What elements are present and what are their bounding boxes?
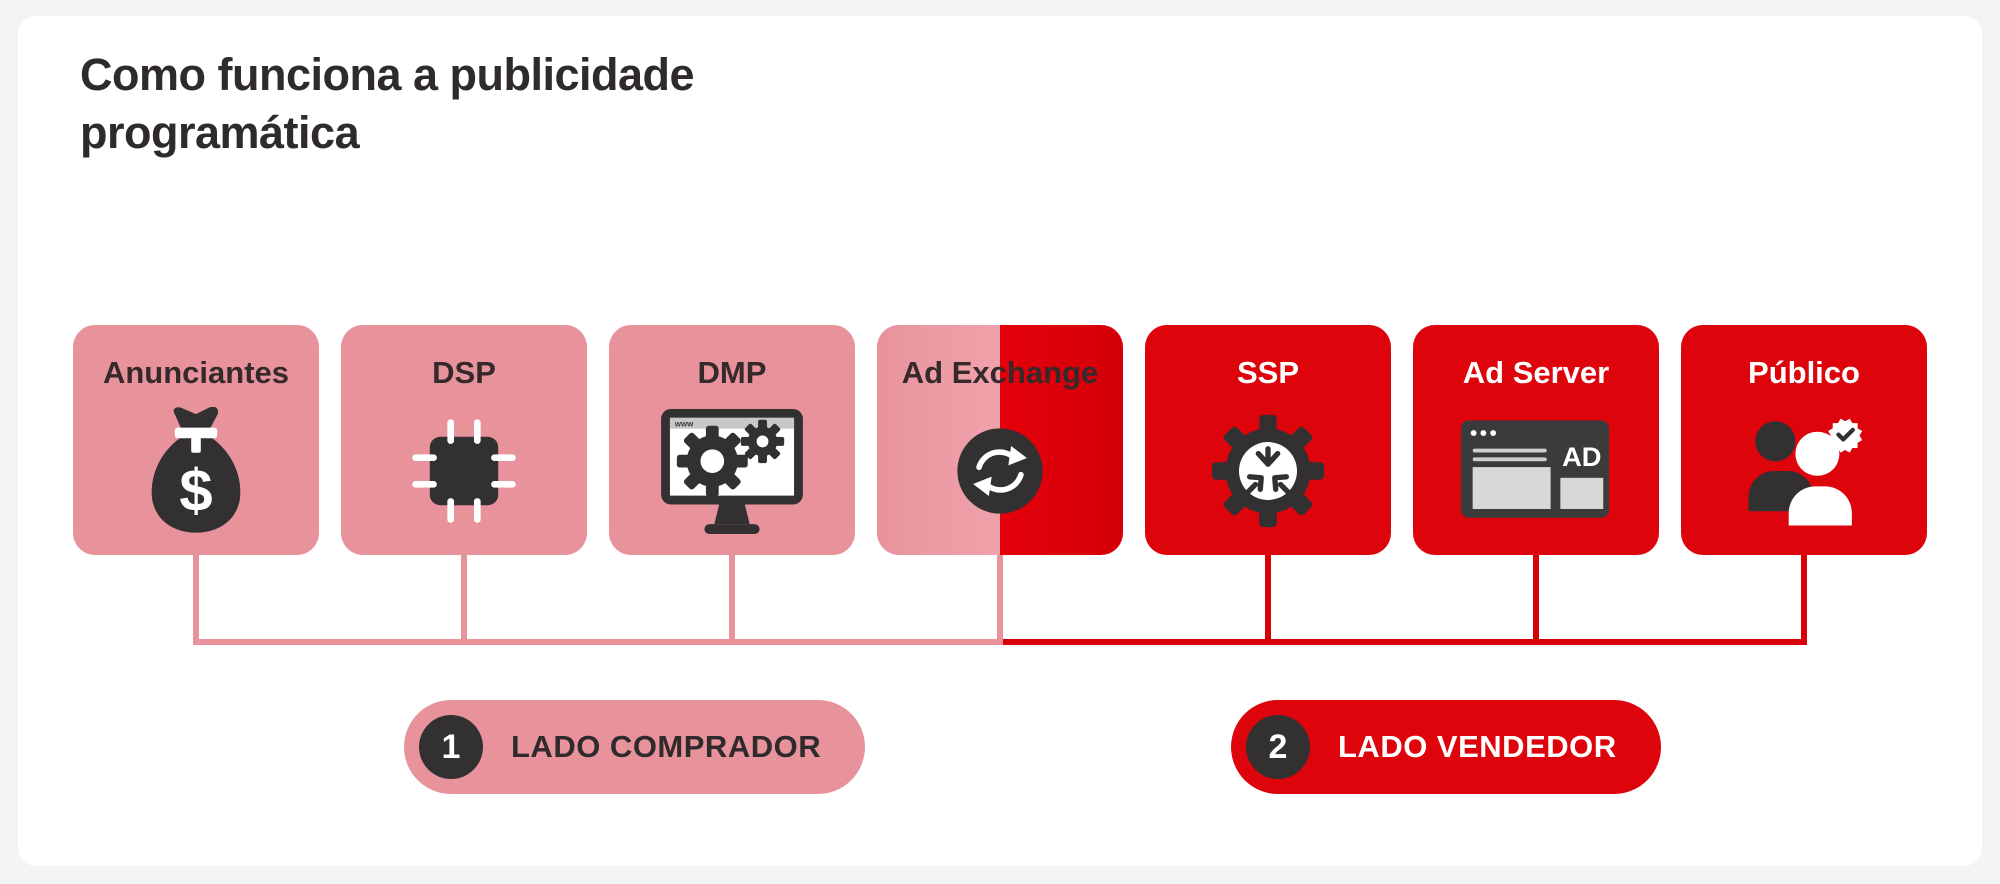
stem-ad-server [1533,555,1539,645]
box-dmp: DMP www [609,325,855,555]
ad-badge-text: AD [1562,441,1601,472]
page-title: Como funciona a publicidade programática [80,46,695,162]
box-ad-server-label: Ad Server [1462,355,1610,390]
box-dsp: DSP [341,325,587,555]
box-anunciantes: Anunciantes $ [73,325,319,555]
money-bag-icon: $ [73,399,319,543]
connector-sell-side-line [1003,639,1807,645]
stem-publico [1801,555,1807,645]
stem-anunciantes [193,555,199,645]
audience-badge-icon [1681,399,1927,543]
title-line-2: programática [80,107,360,158]
stem-ssp [1265,555,1271,645]
legend-buy-label: LADO COMPRADOR [511,729,822,764]
flow-boxes-row: Anunciantes $ DSP [73,325,1927,555]
box-dsp-label: DSP [432,355,496,390]
browser-titlebar-text: www [674,420,694,429]
chip-icon [341,399,587,543]
legend-buy-number-badge: 1 [419,715,483,779]
monitor-gears-icon: www [609,399,855,543]
dollar-glyph: $ [179,457,212,524]
legend-buy-side: 1 LADO COMPRADOR [404,700,866,794]
stem-dsp [461,555,467,645]
box-ad-exchange: Ad Exchange [877,325,1123,555]
box-publico: Público [1681,325,1927,555]
legend-sell-label: LADO VENDEDOR [1338,729,1617,764]
box-publico-label: Público [1748,355,1860,390]
box-ssp-label: SSP [1236,355,1300,390]
stem-dmp [729,555,735,645]
box-dmp-label: DMP [697,355,767,390]
connector-buy-side-line [193,639,1003,645]
box-ad-server: Ad Server AD [1413,325,1659,555]
box-ssp: SSP [1145,325,1391,555]
legend-sell-number-badge: 2 [1246,715,1310,779]
box-anunciantes-label: Anunciantes [102,355,290,390]
title-line-1: Como funciona a publicidade [80,49,695,100]
legend-sell-side: 2 LADO VENDEDOR [1231,700,1661,794]
box-ad-exchange-label: Ad Exchange [901,355,1099,390]
stem-ad-exchange [997,555,1003,645]
browser-ad-icon: AD [1413,399,1659,543]
sync-arrows-icon [877,399,1123,543]
gear-converge-icon [1145,399,1391,543]
